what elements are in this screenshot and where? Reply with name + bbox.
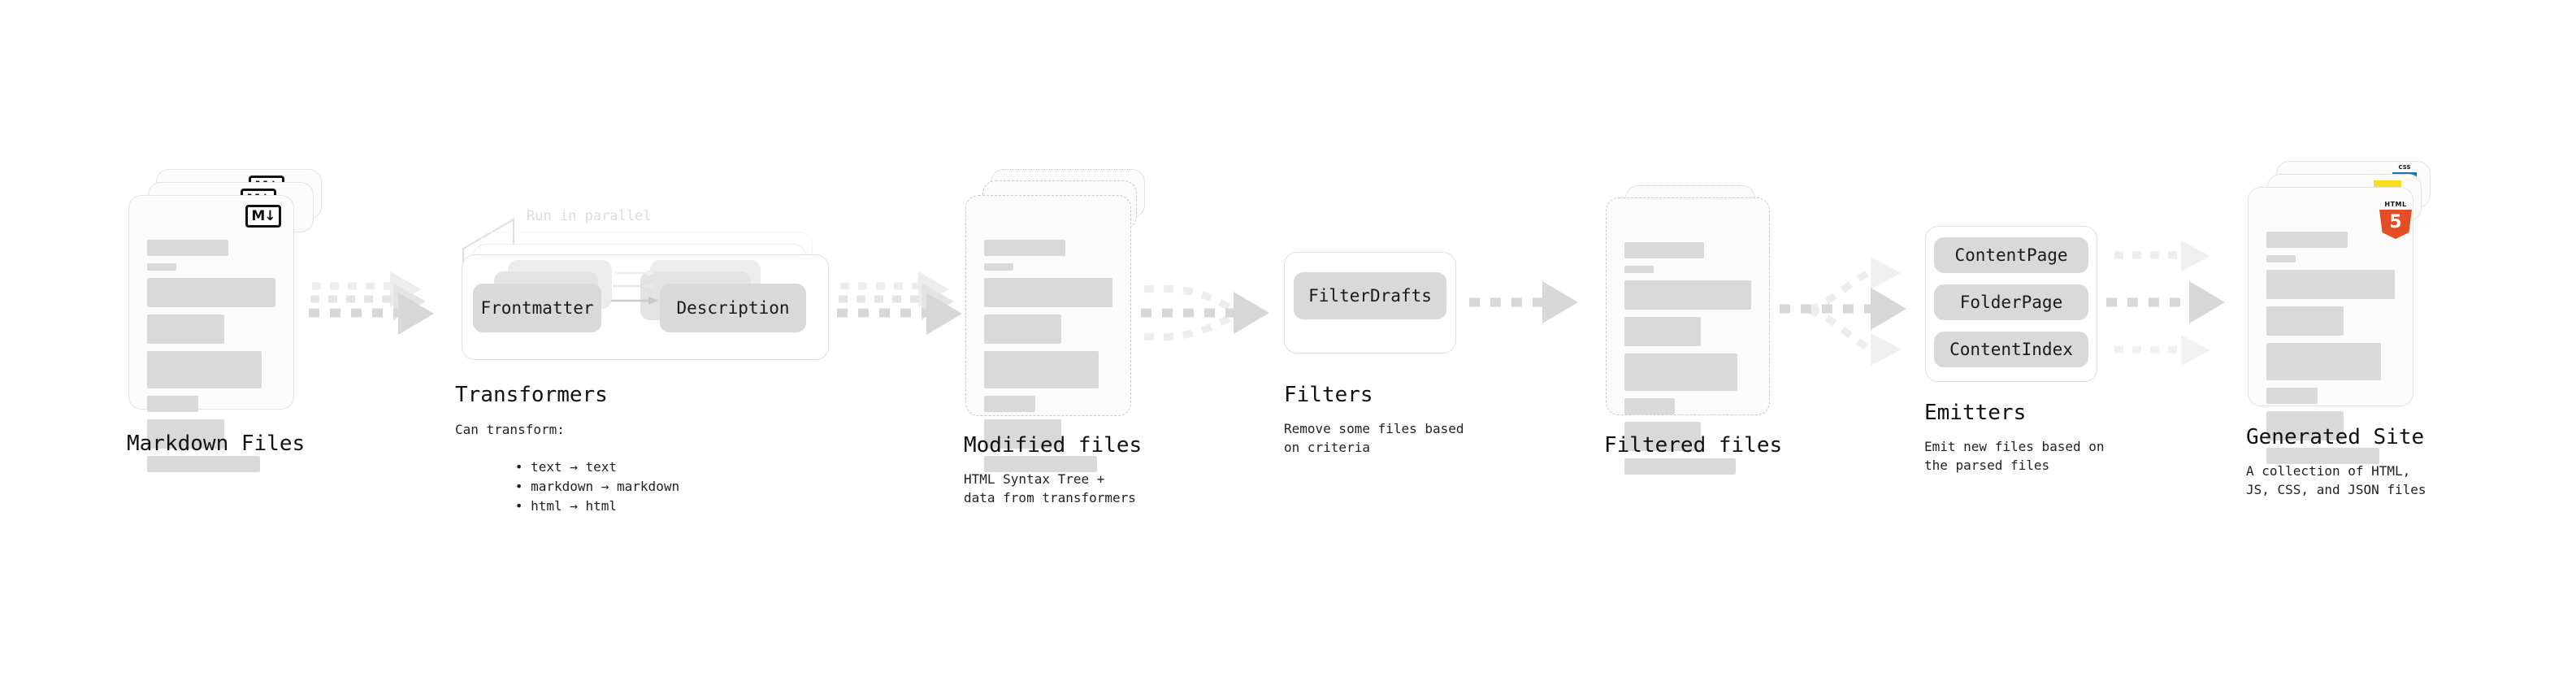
content-bar <box>984 263 1014 271</box>
bullet-dot: • <box>514 479 531 495</box>
connector-filtered-to-emitters <box>1780 257 1906 366</box>
connector-emitters-to-site <box>2106 241 2225 366</box>
content-bar <box>1624 398 1676 414</box>
filtered-card-front <box>1606 197 1770 475</box>
content-bar <box>2266 306 2344 336</box>
emitter-chip-contentindex[interactable]: ContentIndex <box>1934 332 2088 367</box>
content-bar <box>984 351 1099 388</box>
content-bar <box>984 396 1036 412</box>
content-bar <box>147 456 261 472</box>
connector-md-to-transformers <box>309 271 434 335</box>
content-bar <box>1624 266 1654 273</box>
transformer-bullet-1-label: markdown → markdown <box>531 479 680 495</box>
bullet-dot: • <box>514 498 531 514</box>
html5-icon: HTML <box>2379 202 2412 239</box>
stage-title-filters: Filters <box>1284 383 1373 407</box>
content-bar <box>147 351 262 388</box>
content-bar <box>984 278 1112 307</box>
run-in-parallel-label: Run in parallel <box>527 208 652 224</box>
content-bar <box>1624 280 1751 310</box>
stage-title-modified-files: Modified files <box>964 433 1143 458</box>
modified-card-front <box>965 195 1131 472</box>
stage-title-generated-site: Generated Site <box>2246 425 2425 449</box>
content-bar <box>147 263 177 271</box>
content-bar <box>984 419 1061 449</box>
content-bar <box>147 240 228 256</box>
modified-card-lines <box>984 240 1112 479</box>
markdown-icon-label: M↓ <box>251 207 275 224</box>
bullet-dot: • <box>514 459 531 475</box>
content-bar <box>1624 242 1705 258</box>
content-bar <box>147 278 275 307</box>
content-bar <box>2266 343 2381 380</box>
transformer-bullet-1: • markdown → markdown <box>468 458 679 515</box>
content-bar <box>984 240 1065 256</box>
stage-title-filtered-files: Filtered files <box>1604 433 1783 458</box>
content-bar <box>147 396 199 412</box>
transformer-bullet-2: • html → html <box>468 478 617 535</box>
stage-title-emitters: Emitters <box>1924 401 2027 425</box>
content-bar <box>2266 448 2380 464</box>
content-bar <box>147 419 224 449</box>
content-bar <box>2266 388 2318 404</box>
filtered-card-lines <box>1624 242 1751 482</box>
content-bar <box>984 456 1098 472</box>
transformer-bullet-0: • text → text <box>468 439 617 496</box>
content-bar <box>147 314 224 344</box>
transformer-chip-frontmatter[interactable]: Frontmatter <box>473 284 601 332</box>
markdown-card-front <box>128 195 294 472</box>
stage-title-markdown-files: Markdown Files <box>127 432 306 456</box>
stage-desc-emitters: Emit new files based on the parsed files <box>1924 439 2105 474</box>
stage-desc-modified-files: HTML Syntax Tree + data from transformer… <box>964 471 1136 506</box>
stage-desc-transformers: Can transform: <box>455 422 565 437</box>
transformer-bullet-0-label: text → text <box>531 459 618 475</box>
stage-generated-site: HTML Generated Site A collection of HTML… <box>0 0 2431 497</box>
content-bar <box>2266 232 2348 248</box>
filter-chip-filterdrafts[interactable]: FilterDrafts <box>1294 272 1446 319</box>
connector-transformers-to-modified <box>837 271 962 335</box>
content-bar <box>2266 411 2344 440</box>
stage-desc-generated-site: A collection of HTML, JS, CSS, and JSON … <box>2246 463 2426 498</box>
content-bar <box>2266 255 2296 262</box>
transformer-bullet-2-label: html → html <box>531 498 618 514</box>
content-bar <box>984 314 1061 344</box>
content-bar <box>1624 422 1701 451</box>
emitter-chip-contentpage[interactable]: ContentPage <box>1934 237 2088 273</box>
content-bar <box>1624 317 1701 346</box>
content-bar <box>1624 458 1737 475</box>
transformer-inner-arrows <box>611 270 658 305</box>
emitter-chip-folderpage[interactable]: FolderPage <box>1934 284 2088 320</box>
connector-modified-to-filters <box>1141 284 1269 341</box>
html5-icon-label: HTML <box>2384 201 2407 208</box>
html5-shield <box>2379 210 2412 239</box>
content-bar <box>2266 270 2395 299</box>
content-bar <box>1624 354 1737 391</box>
stage-title-transformers: Transformers <box>455 383 608 407</box>
connector-filters-to-filtered <box>1469 281 1578 323</box>
site-card-lines <box>2266 232 2395 471</box>
markdown-icon: M↓ <box>245 205 281 228</box>
markdown-card-lines <box>147 240 275 479</box>
stage-desc-filters: Remove some files based on criteria <box>1284 421 1464 456</box>
transformer-chip-description[interactable]: Description <box>660 284 806 332</box>
